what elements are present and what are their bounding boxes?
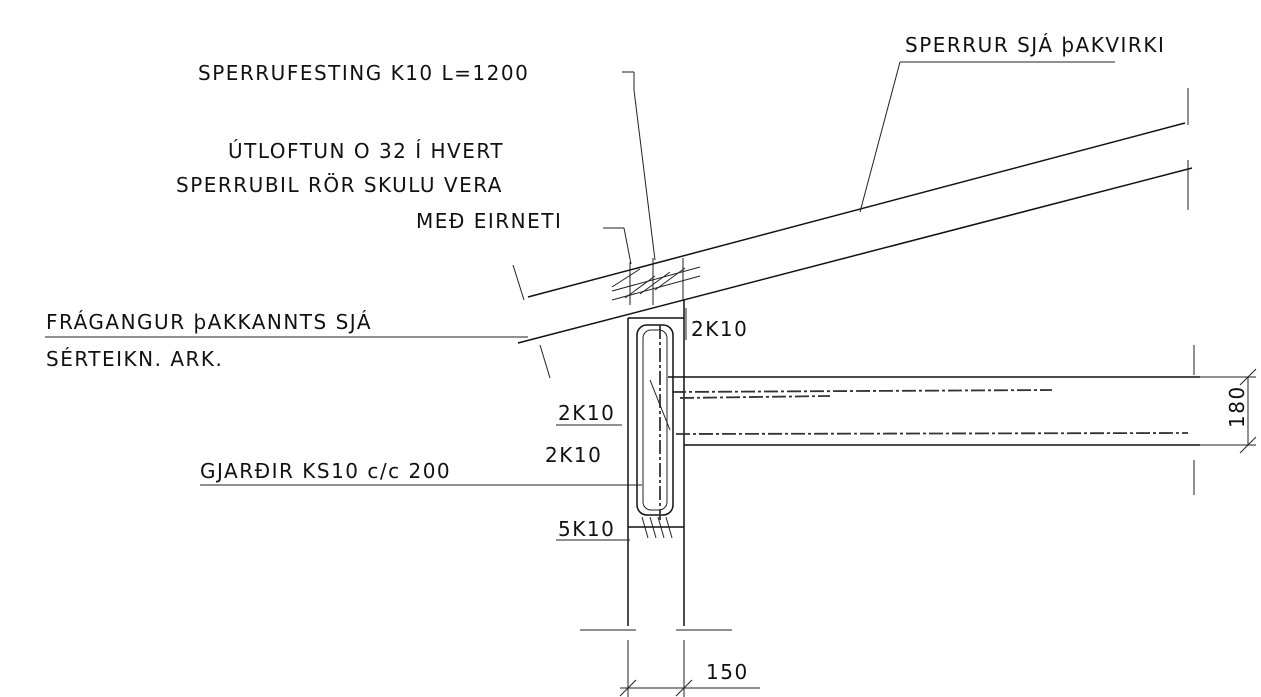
label-sperrufesting: SPERRUFESTING K10 L=1200 — [198, 61, 529, 85]
label-fragangur-line-2: SÉRTEIKN. ARK. — [46, 347, 223, 371]
stirrup — [636, 324, 674, 539]
label-gjardir: GJARÐIR KS10 c/c 200 — [200, 459, 451, 483]
vent-pipe-hatch — [611, 258, 701, 305]
label-utloftun-line-3: MEÐ EIRNETI — [416, 209, 562, 233]
label-utloftun-line-2: SPERRUBIL RÖR SKULU VERA — [176, 173, 503, 197]
label-rebar-left-upper: 2K10 — [558, 401, 615, 425]
label-rebar-bottom: 5K10 — [558, 517, 615, 541]
dimension-150-label: 150 — [706, 660, 749, 684]
rafter-lines — [512, 88, 1193, 379]
dimension-180 — [1200, 368, 1257, 454]
dimension-150 — [619, 640, 760, 697]
label-utloftun-line-1: ÚTLOFTUN O 32 Í HVERT — [228, 139, 504, 163]
floor-slab — [668, 345, 1200, 495]
dimension-180-label: 180 — [1225, 385, 1249, 428]
label-rebar-left-lower: 2K10 — [545, 443, 602, 467]
label-rebar-top-right: 2K10 — [691, 317, 748, 341]
wall-column — [580, 300, 732, 631]
label-fragangur-line-1: FRÁGANGUR þAKKANNTS SJÁ — [46, 310, 372, 334]
leader-lines — [45, 61, 1115, 541]
label-sperrur: SPERRUR SJÁ þAKVIRKI — [905, 33, 1165, 57]
